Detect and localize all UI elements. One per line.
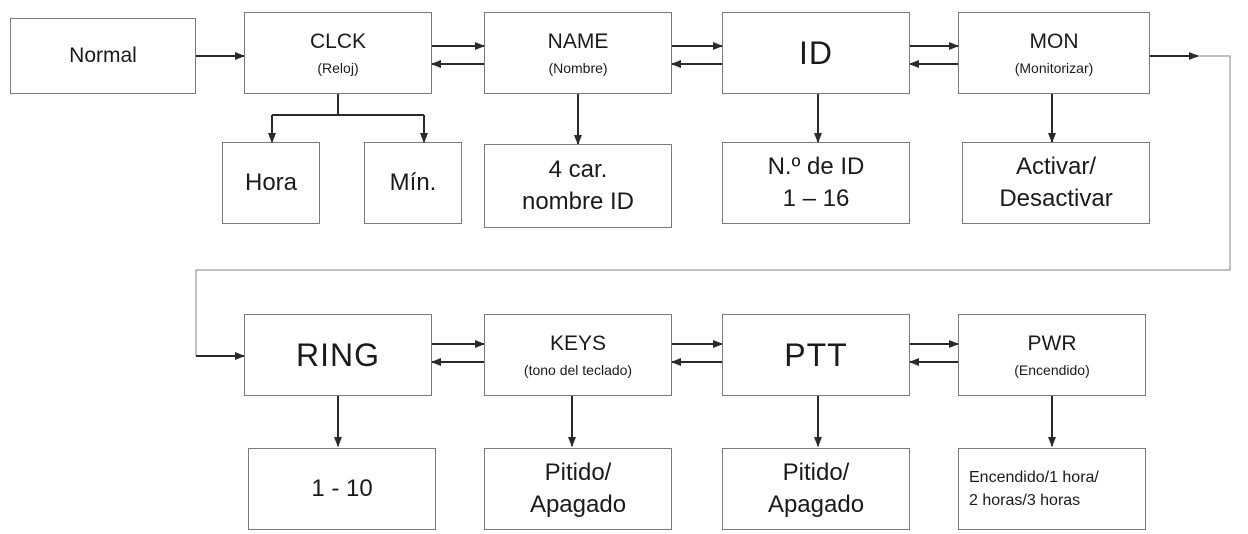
pwr-sub: (Encendido) — [1014, 362, 1090, 379]
clck-box: CLCK (Reloj) — [244, 12, 432, 94]
hora-label: Hora — [244, 168, 298, 196]
name-value-line2: nombre ID — [521, 188, 635, 215]
id-label: ID — [799, 34, 833, 71]
keys-value-line2: Apagado — [529, 491, 627, 518]
pwr-value-box: Encendido/1 hora/ 2 horas/3 horas — [958, 448, 1146, 530]
name-value-line1: 4 car. — [548, 155, 608, 183]
keys-label: KEYS — [549, 331, 607, 355]
id-value-box: N.º de ID 1 – 16 — [722, 142, 910, 224]
ptt-value-line2: Apagado — [767, 491, 865, 518]
keys-box: KEYS (tono del teclado) — [484, 314, 672, 396]
ring-value-box: 1 - 10 — [248, 448, 436, 530]
ptt-value-box: Pitido/ Apagado — [722, 448, 910, 530]
pwr-label: PWR — [1027, 331, 1077, 355]
ring-label: RING — [296, 336, 380, 373]
name-sub: (Nombre) — [548, 60, 608, 77]
id-box: ID — [722, 12, 910, 94]
keys-sub: (tono del teclado) — [523, 362, 633, 379]
pwr-value-line2: 2 horas/3 horas — [969, 492, 1081, 509]
pwr-value-line1: Encendido/1 hora/ — [969, 468, 1099, 486]
ptt-box: PTT — [722, 314, 910, 396]
mon-sub: (Monitorizar) — [1014, 60, 1094, 77]
name-value-box: 4 car. nombre ID — [484, 144, 672, 228]
ring-value: 1 - 10 — [311, 474, 373, 502]
min-box: Mín. — [364, 142, 462, 224]
mon-value-line2: Desactivar — [999, 185, 1113, 212]
ring-box: RING — [244, 314, 432, 396]
ptt-label: PTT — [784, 336, 848, 373]
name-label: NAME — [547, 29, 609, 53]
hora-box: Hora — [222, 142, 320, 224]
clck-sub: (Reloj) — [317, 60, 359, 77]
mon-label: MON — [1029, 29, 1079, 53]
mon-value-line1: Activar/ — [1015, 152, 1096, 180]
pwr-box: PWR (Encendido) — [958, 314, 1146, 396]
ptt-value-line1: Pitido/ — [782, 458, 850, 486]
id-value-line1: N.º de ID — [767, 152, 865, 180]
keys-value-line1: Pitido/ — [544, 458, 612, 486]
id-value-line2: 1 – 16 — [782, 185, 850, 212]
mon-value-box: Activar/ Desactivar — [962, 142, 1150, 224]
clck-label: CLCK — [309, 29, 367, 53]
wrap-line — [195, 55, 1231, 356]
keys-value-box: Pitido/ Apagado — [484, 448, 672, 530]
name-box: NAME (Nombre) — [484, 12, 672, 94]
normal-label: Normal — [69, 43, 137, 67]
mon-box: MON (Monitorizar) — [958, 12, 1150, 94]
normal-box: Normal — [10, 18, 196, 94]
min-label: Mín. — [389, 168, 437, 196]
